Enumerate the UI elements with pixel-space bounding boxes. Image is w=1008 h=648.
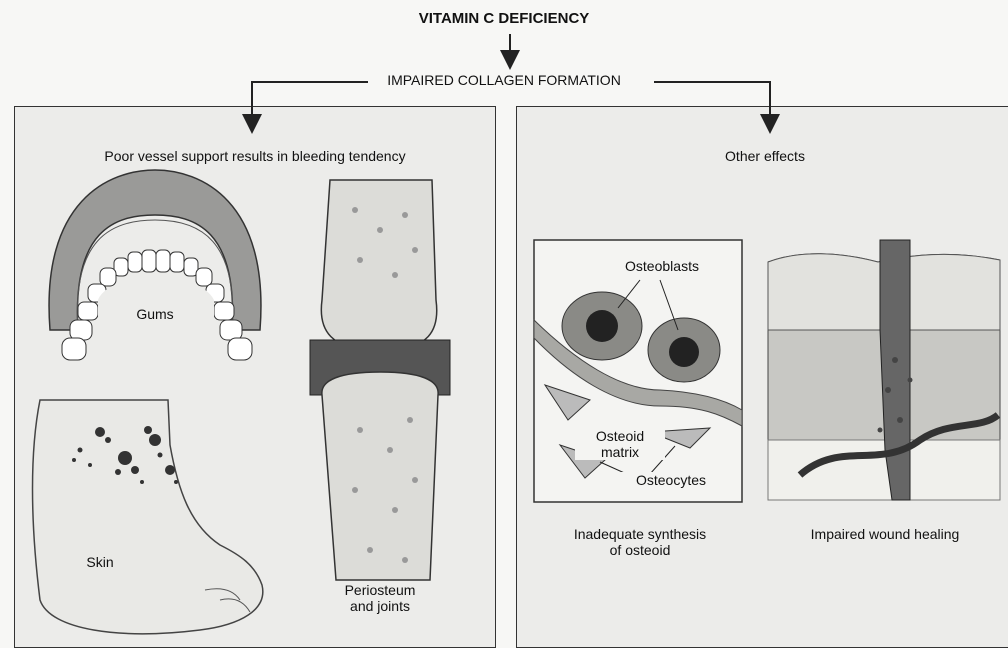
wound-caption: Impaired wound healing bbox=[770, 526, 1000, 542]
osteocytes-label: Osteocytes bbox=[616, 472, 726, 488]
osteoid-label-line1: Osteoid bbox=[575, 428, 665, 444]
osteoid-label-line2: matrix bbox=[575, 444, 665, 460]
wound-illustration bbox=[768, 240, 1000, 500]
osteoblasts-label: Osteoblasts bbox=[612, 258, 712, 274]
bone-caption-line1: Inadequate synthesis bbox=[530, 526, 750, 542]
osteoid-label: Osteoid matrix bbox=[575, 428, 665, 460]
bone-caption-line2: of osteoid bbox=[530, 542, 750, 558]
bone-caption: Inadequate synthesis of osteoid bbox=[530, 526, 750, 558]
osteoid-illustration bbox=[534, 240, 742, 502]
